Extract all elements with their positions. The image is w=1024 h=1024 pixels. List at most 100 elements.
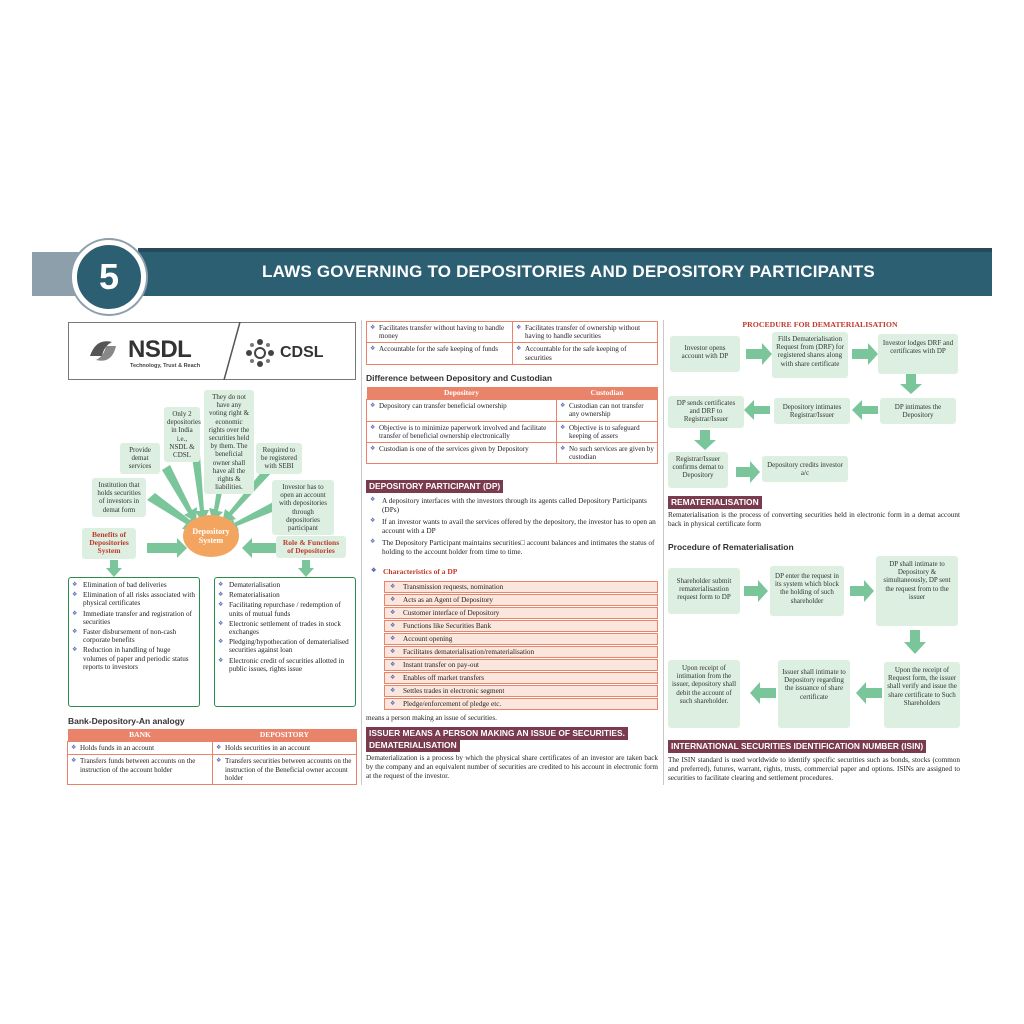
demat-step: Investor lodges DRF and certificates wit…: [878, 334, 958, 374]
list-item: The Depository Participant maintains sec…: [370, 538, 660, 556]
list-item: If an investor wants to avail the servic…: [370, 517, 660, 535]
logo-box: [68, 322, 356, 380]
remat-text: Rematerialisation is the process of conv…: [668, 511, 960, 528]
remat-step: DP enter the request in its system which…: [770, 566, 844, 616]
remat-step: DP shall intimate to Depository & simult…: [876, 556, 958, 626]
column-divider: [663, 320, 664, 785]
list-item: Immediate transfer and registration of s…: [72, 610, 195, 626]
char-row: Customer interface of Depository: [384, 607, 658, 619]
char-row: Functions like Securities Bank: [384, 620, 658, 632]
demat-step: Depository credits investor a/c: [762, 456, 848, 482]
role-label: Role & Functions of Depositories: [276, 536, 346, 559]
list-item: Electronic settlement of trades in stock…: [218, 620, 351, 636]
list-item: Dematerialisation: [218, 581, 351, 589]
table-cell: Accountable for the safe keeping of fund…: [366, 342, 513, 365]
benefits-label: Benefits of Depositories System: [82, 528, 136, 559]
char-row: Pledge/enforcement of pledge etc.: [384, 698, 658, 710]
char-row: Acts as an Agent of Depository: [384, 594, 658, 606]
char-row: Enables off market transfers: [384, 672, 658, 684]
table-cell: Objective is to safeguard keeping of ass…: [556, 420, 658, 444]
table-cell: Transfers securities between accounts on…: [212, 754, 357, 786]
table-row: Transfers funds between accounts on the …: [67, 754, 357, 786]
custodian-heading: Difference between Depository and Custod…: [366, 373, 553, 383]
banner-accent: [138, 248, 992, 252]
remat-step: Upon receipt of intimation from the issu…: [668, 660, 740, 728]
demat-procedure-heading: PROCEDURE FOR DEMATERIALISATION: [742, 320, 898, 329]
list-item: Elimination of all risks associated with…: [72, 591, 195, 607]
remat-heading: REMATERIALISATION: [668, 496, 762, 509]
issuer-heading: ISSUER MEANS A PERSON MAKING AN ISSUE OF…: [366, 727, 628, 740]
demat-arrows: [694, 343, 922, 483]
logo-separator: [223, 322, 241, 380]
demat-step: Fills Dematerialisation Request from (DR…: [772, 332, 848, 378]
list-item: Faster disbursement of non-cash corporat…: [72, 628, 195, 644]
demat-step: DP intimates the Depository: [880, 398, 956, 424]
list-item: Reduction in handling of huge volumes of…: [72, 646, 195, 671]
list-item: Pledging/hypothecation of dematerialised…: [218, 638, 351, 654]
banner-title-bar: [138, 252, 992, 296]
table-row: Depository can transfer beneficial owner…: [366, 399, 658, 422]
list-item: Facilitating repurchase / redemption of …: [218, 601, 351, 617]
spoke-box: Only 2 depositories in India i.e., NSDL …: [164, 407, 201, 463]
char-row: Facilitates dematerialisation/rematerial…: [384, 646, 658, 658]
char-row: Account opening: [384, 633, 658, 645]
spoke-box: Investor has to open an account with dep…: [272, 480, 334, 536]
spoke-box: Required to be registered with SEBI: [256, 443, 302, 474]
roles-list: Dematerialisation Rematerialisation Faci…: [214, 577, 356, 707]
char-row: Instant transfer on pay-out: [384, 659, 658, 671]
nsdl-tagline: Technology, Trust & Reach: [130, 363, 201, 369]
remat-step: Upon the receipt of Request form, the is…: [884, 662, 960, 728]
table-header: Custodian: [556, 387, 658, 400]
table-cell: Holds securities in an account: [212, 741, 357, 756]
demat-step: Investor opens account with DP: [670, 336, 740, 372]
characteristics-heading: ❖Characteristics of a DP: [371, 567, 458, 576]
column-divider: [361, 320, 362, 785]
analogy-heading: Bank-Depository-An analogy: [68, 716, 185, 726]
char-row: Transmission requests, nomination: [384, 581, 658, 593]
table-row: Accountable for the safe keeping of fund…: [366, 342, 658, 365]
demat-step: Depository intimates Registrar/Issuer: [774, 398, 850, 424]
table-cell: Holds funds in an account: [67, 741, 213, 756]
demat-step: Registrar/Issuer confirms demat to Depos…: [668, 452, 728, 488]
table-row: Custodian is one of the services given b…: [366, 442, 658, 465]
table-cell: Objective is to minimize paperwork invol…: [366, 420, 557, 444]
remat-step: Shareholder submit rematerialisastion re…: [668, 568, 740, 614]
list-item: Rematerialisation: [218, 591, 351, 599]
isin-heading: INTERNATIONAL SECURITIES IDENTIFICATION …: [668, 740, 927, 753]
table-cell: Custodian is one of the services given b…: [366, 442, 557, 465]
spoke-box: Provide demat services: [120, 443, 160, 474]
demat-heading: DEMATERIALISATION: [366, 739, 460, 752]
spoke-box: Institution that holds securities of inv…: [92, 478, 146, 517]
table-row: Objective is to minimize paperwork invol…: [366, 420, 658, 444]
cdsl-logo-text: CDSL: [280, 344, 324, 361]
table-cell: Custodian can not transfer any ownership: [556, 399, 658, 422]
benefits-list: Elimination of bad deliveries Eliminatio…: [68, 577, 200, 707]
list-item: Electronic credit of securities allotted…: [218, 657, 351, 673]
depository-system-center: Depository System: [183, 515, 239, 557]
table-cell: Transfers funds between accounts on the …: [67, 754, 213, 786]
list-item: Elimination of bad deliveries: [72, 581, 195, 589]
table-cell: Facilitates transfer of ownership withou…: [512, 320, 658, 344]
table-row: Holds funds in an accountHolds securitie…: [67, 741, 357, 756]
nsdl-logo-icon: [90, 341, 116, 361]
remat-procedure-heading: Procedure of Rematerialisation: [668, 542, 794, 552]
chapter-number: 5: [72, 240, 146, 314]
issuer-note: means a person making an issue of securi…: [366, 714, 497, 722]
characteristics-heading-text: Characteristics of a DP: [383, 567, 458, 576]
dp-points: A depository interfaces with the investo…: [370, 496, 660, 559]
table-row: Facilitates transfer without having to h…: [366, 320, 658, 344]
table-header: DEPOSITORY: [212, 729, 357, 742]
remat-step: Issuer shall intimate to Depository rega…: [778, 660, 850, 728]
table-cell: Accountable for the safe keeping of secu…: [512, 342, 658, 365]
table-header: BANK: [67, 729, 213, 742]
char-row: Settles trades in electronic segment: [384, 685, 658, 697]
demat-text: Dematerialization is a process by which …: [366, 754, 658, 780]
demat-step: DP sends certificates and DRF to Registr…: [668, 396, 744, 428]
chapter-title: LAWS GOVERNING TO DEPOSITORIES AND DEPOS…: [262, 262, 875, 281]
isin-text: The ISIN standard is used worldwide to i…: [668, 756, 960, 782]
table-header: Depository: [366, 387, 557, 400]
cdsl-logo-icon: [246, 339, 274, 367]
table-cell: Depository can transfer beneficial owner…: [366, 399, 557, 422]
